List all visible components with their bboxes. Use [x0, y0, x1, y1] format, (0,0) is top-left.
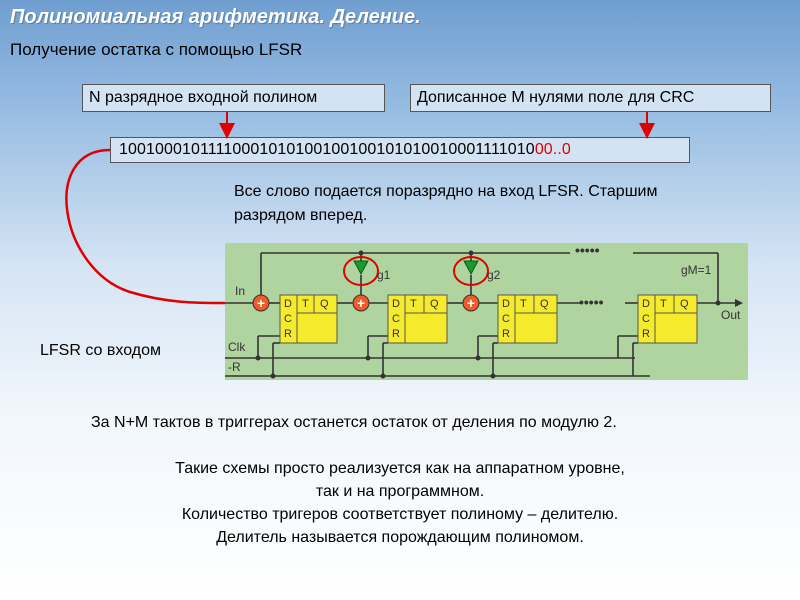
ff-d-label: D [502, 298, 510, 310]
ff-d-label: D [392, 298, 400, 310]
reset-label: -R [228, 360, 241, 374]
conclusion-text: Такие схемы просто реализуется как на ап… [0, 457, 800, 549]
flipflop-m [637, 294, 698, 344]
svg-text:+: + [257, 295, 265, 311]
appended-field-box: Дописанное М нулями поле для CRC [410, 84, 771, 112]
ff-c-label: C [392, 313, 400, 325]
word-description-line1: Все слово подается поразрядно на вход LF… [234, 183, 658, 200]
flipflop-1 [279, 294, 338, 344]
conclusion-line: Делитель называется порождающим полиномо… [216, 529, 584, 546]
ff-r-label: R [642, 328, 650, 340]
tap-g1: g1 [343, 256, 391, 286]
slide-title: Полиномиальная арифметика. Деление. [10, 6, 421, 28]
ff-d-label: D [284, 298, 292, 310]
slide-subtitle: Получение остатка с помощью LFSR [10, 40, 303, 59]
input-link-curve [65, 148, 238, 305]
bit-string-box: 1001000101111000101010010010010101001000… [110, 137, 690, 163]
ff-t-label: T [302, 298, 309, 310]
svg-text:g2: g2 [487, 268, 501, 282]
ff-c-label: C [502, 313, 510, 325]
word-description-line2: разрядом вперед. [234, 207, 368, 224]
conclusion-line: Такие схемы просто реализуется как на ап… [175, 460, 625, 477]
flipflop-3 [497, 294, 558, 344]
ellipsis-top: ••••• [575, 243, 600, 258]
in-label: In [235, 284, 245, 298]
ff-d-label: D [642, 298, 650, 310]
word-description: Все слово подается поразрядно на вход LF… [234, 180, 657, 228]
lfsr-circuit: D C R T Q D C R T Q D C R T Q D C R T Q … [225, 243, 748, 380]
tap-g2: g2 [453, 256, 501, 286]
ff-t-label: T [520, 298, 527, 310]
ff-t-label: T [410, 298, 417, 310]
svg-text:+: + [467, 295, 475, 311]
ff-q-label: Q [680, 298, 689, 310]
ff-q-label: Q [430, 298, 439, 310]
xor-gate-1: + [252, 294, 270, 312]
out-label: Out [721, 308, 741, 322]
remainder-statement: За N+M тактов в триггерах останется оста… [91, 414, 617, 431]
ff-r-label: R [284, 328, 292, 340]
svg-text:+: + [357, 295, 365, 311]
svg-text:g1: g1 [377, 268, 391, 282]
data-bits: 1001000101111000101010010010010101001000… [119, 141, 535, 158]
ff-c-label: C [642, 313, 650, 325]
conclusion-line: так и на программном. [315, 483, 485, 500]
tap-gm-label: gM=1 [681, 263, 712, 277]
ff-q-label: Q [320, 298, 329, 310]
lfsr-label: LFSR со входом [40, 342, 161, 359]
xor-gate-3: + [462, 294, 480, 312]
xor-gate-2: + [352, 294, 370, 312]
ellipsis-middle: ••••• [579, 294, 604, 310]
ff-t-label: T [660, 298, 667, 310]
conclusion-line: Количество тригеров соответствует полино… [181, 506, 619, 523]
flipflop-2 [387, 294, 448, 344]
ff-r-label: R [392, 328, 400, 340]
appended-zeros: 00..0 [534, 141, 571, 158]
clk-label: Clk [228, 340, 246, 354]
input-polynomial-box: N разрядное входной полином [82, 84, 385, 112]
ff-r-label: R [502, 328, 510, 340]
ff-q-label: Q [540, 298, 549, 310]
ff-c-label: C [284, 313, 292, 325]
